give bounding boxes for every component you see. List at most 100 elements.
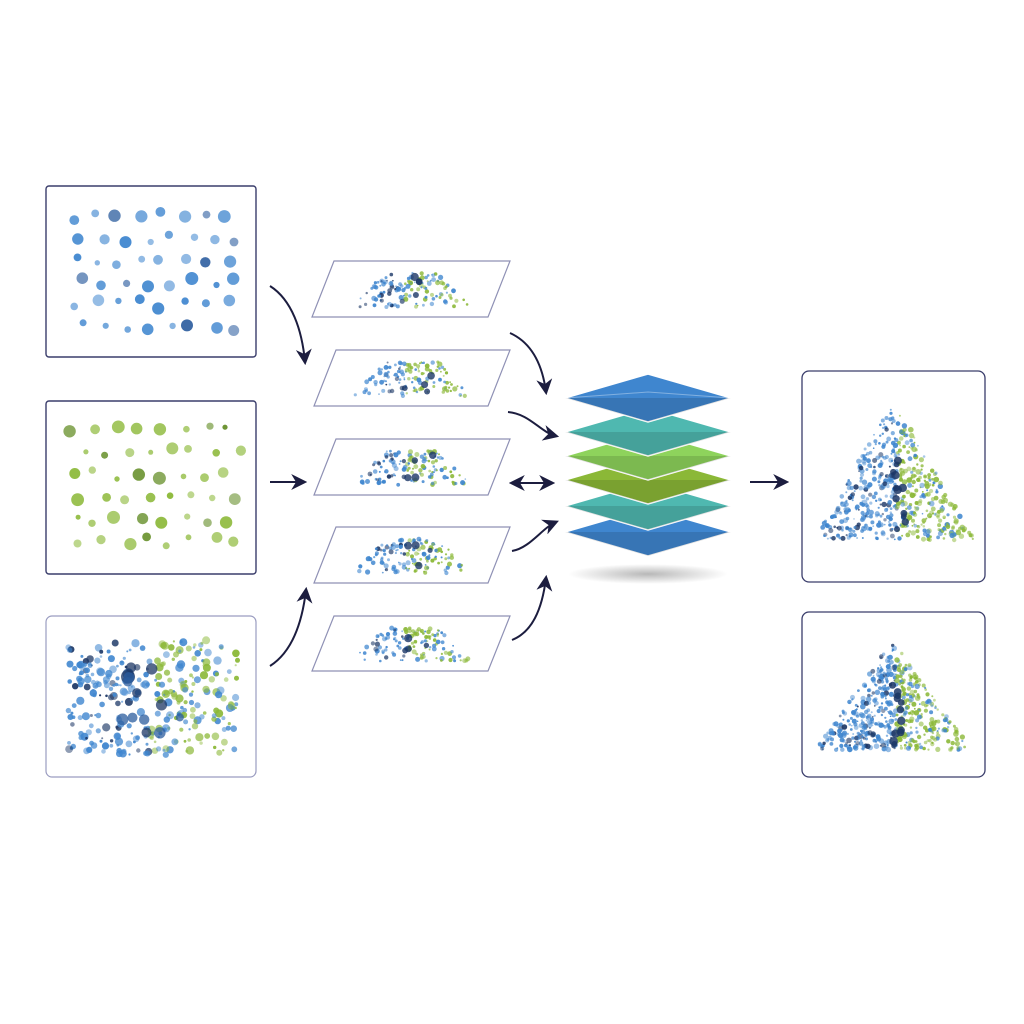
data-dot (864, 514, 868, 518)
data-dot (911, 518, 915, 523)
data-dot (423, 452, 427, 456)
data-dot (918, 475, 922, 480)
data-dot (234, 706, 237, 710)
data-dot (453, 659, 457, 663)
data-dot (937, 528, 941, 532)
data-dot (908, 696, 914, 703)
data-dot (858, 465, 864, 471)
data-dot (904, 698, 906, 701)
data-dot (373, 556, 376, 559)
data-dot (853, 722, 858, 727)
data-dot (90, 424, 100, 435)
data-dot (888, 465, 891, 468)
data-dot (111, 639, 119, 647)
stack-layer-shade (565, 456, 731, 480)
green-dots-icon (63, 420, 246, 551)
data-dot (396, 549, 399, 551)
data-dot (77, 682, 84, 688)
data-dot (88, 519, 96, 527)
data-dot (906, 505, 912, 510)
data-dot (404, 474, 412, 482)
data-dot (867, 730, 873, 736)
data-dot (943, 728, 948, 733)
data-dot (79, 319, 87, 327)
data-dot (922, 521, 925, 524)
data-dot (88, 466, 97, 474)
data-dot (896, 705, 905, 714)
data-dot (899, 444, 901, 447)
data-dot (868, 492, 873, 497)
data-dot (378, 478, 381, 480)
data-dot (175, 713, 184, 722)
data-dot (145, 742, 149, 746)
data-dot (900, 513, 907, 520)
data-dot (433, 633, 437, 638)
slice-frame (311, 615, 511, 672)
data-dot (421, 458, 427, 464)
data-dot (914, 683, 920, 690)
data-dot (364, 389, 368, 393)
data-dot (884, 695, 887, 698)
data-dot (854, 504, 860, 510)
data-dot (92, 294, 105, 307)
data-dot (99, 655, 103, 658)
data-dot (889, 660, 894, 665)
data-dot (444, 557, 448, 561)
data-dot (837, 525, 842, 531)
data-dot (861, 747, 865, 751)
data-dot (879, 654, 884, 659)
data-dot (904, 746, 907, 750)
data-dot (435, 657, 438, 660)
data-dot (375, 653, 378, 656)
data-dot (885, 679, 889, 683)
data-dot (371, 284, 377, 289)
data-dot (885, 507, 889, 511)
data-dot (217, 210, 231, 223)
data-dot (119, 687, 128, 696)
data-dot (407, 628, 412, 633)
data-dot (915, 535, 920, 539)
data-dot (874, 683, 877, 686)
data-dot (863, 447, 867, 451)
data-dot (180, 705, 184, 710)
data-dot (880, 702, 884, 705)
data-dot (77, 715, 83, 721)
data-dot (856, 720, 859, 723)
data-dot (920, 468, 923, 471)
data-dot (924, 492, 929, 497)
data-dot (902, 678, 906, 682)
data-dot (401, 385, 408, 391)
data-dot (878, 456, 881, 459)
data-dot (855, 508, 858, 511)
data-dot (856, 537, 859, 539)
data-dot (907, 663, 912, 667)
stack-layers (562, 373, 734, 557)
data-dot (840, 501, 846, 507)
output-panel-wide (801, 611, 986, 778)
data-dot (440, 561, 443, 564)
data-dot (383, 371, 389, 377)
data-dot (961, 739, 964, 743)
data-dot (928, 478, 932, 482)
data-dot (384, 469, 389, 474)
data-dot (893, 695, 901, 703)
data-dot (927, 513, 933, 519)
data-dot (193, 719, 198, 724)
data-dot (424, 565, 429, 571)
stack-layer (562, 507, 734, 557)
data-dot (403, 364, 406, 367)
data-dot (859, 501, 864, 506)
data-dot (418, 387, 423, 392)
data-dot (967, 530, 972, 535)
data-dot (364, 379, 370, 385)
data-dot (185, 746, 195, 755)
data-dot (398, 562, 402, 566)
data-dot (911, 485, 914, 488)
data-dot (909, 731, 913, 735)
data-dot (865, 719, 868, 722)
data-dot (846, 732, 849, 736)
data-dot (440, 550, 444, 554)
data-dot (109, 739, 114, 743)
data-dot (874, 740, 878, 743)
data-dot (885, 734, 889, 737)
